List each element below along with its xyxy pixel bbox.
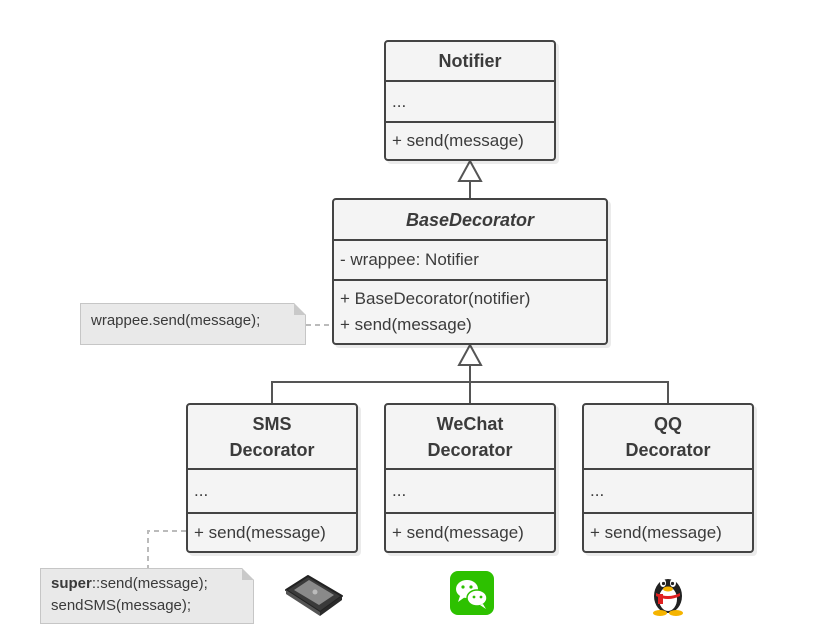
sms-decorator-fields: ... [188,470,356,514]
notifier-fields-text: ... [392,91,407,111]
qq-decorator-fields: ... [584,470,752,514]
qq-decorator-fields-text: ... [590,481,605,500]
base-decorator-methods: + BaseDecorator(notifier) + send(message… [334,281,606,343]
wechat-decorator-name-line-2: Decorator [427,439,513,460]
note-sms-line1-rest: ::send(message); [91,575,208,592]
sms-decorator-fields-text: ... [194,481,209,500]
sms-decorator-class-name: SMS Decorator [188,405,356,470]
base-decorator-field-wrappee: - wrappee: Notifier [340,250,479,269]
sms-decorator-class: SMS Decorator ... + send(message) [186,403,358,553]
notifier-method-send: + send(message) [392,131,524,150]
phone-icon [285,575,343,616]
note-sms-send: super::send(message); sendSMS(message); [40,568,254,624]
sms-decorator-methods: + send(message) [188,514,356,551]
base-decorator-fields: - wrappee: Notifier [334,241,606,281]
wechat-decorator-fields-text: ... [392,481,407,500]
notifier-class: Notifier ... + send(message) [384,40,556,161]
base-decorator-class: BaseDecorator - wrappee: Notifier + Base… [332,198,608,345]
wechat-decorator-name-line-1: WeChat [436,413,504,434]
base-decorator-method-constructor: + BaseDecorator(notifier) [340,289,531,308]
base-decorator-method-send: + send(message) [340,315,472,334]
qq-penguin-icon [653,579,683,616]
inheritance-arrow-base-decorator [457,342,483,366]
qq-decorator-class-name: QQ Decorator [584,405,752,470]
wechat-decorator-methods: + send(message) [386,514,554,551]
qq-decorator-method-send: + send(message) [590,522,722,542]
note-base-decorator-send: wrappee.send(message); [80,303,306,345]
sms-decorator-method-send: + send(message) [194,522,326,542]
qq-decorator-name-line-1: QQ [653,413,682,434]
wechat-decorator-class-name: WeChat Decorator [386,405,554,470]
note-connector-sms [147,530,186,568]
notifier-class-name: Notifier [386,42,554,82]
qq-decorator-methods: + send(message) [584,514,752,551]
qq-decorator-class: QQ Decorator ... + send(message) [582,403,754,553]
notifier-methods: + send(message) [386,123,554,159]
sms-decorator-name-line-1: SMS [252,413,292,434]
base-decorator-class-name: BaseDecorator [334,200,606,241]
sms-decorator-name-line-2: Decorator [229,439,315,460]
wechat-decorator-fields: ... [386,470,554,514]
notifier-fields: ... [386,82,554,123]
wechat-decorator-method-send: + send(message) [392,522,524,542]
note-sms-line2: sendSMS(message); [51,597,192,614]
qq-decorator-name-line-2: Decorator [625,439,711,460]
note-sms-keyword-super: super [51,575,92,592]
note-base-send-text: wrappee.send(message); [91,312,261,329]
wechat-icon [450,571,494,615]
inheritance-arrow-notifier [457,158,483,182]
wechat-decorator-class: WeChat Decorator ... + send(message) [384,403,556,553]
inheritance-bus [271,381,669,403]
